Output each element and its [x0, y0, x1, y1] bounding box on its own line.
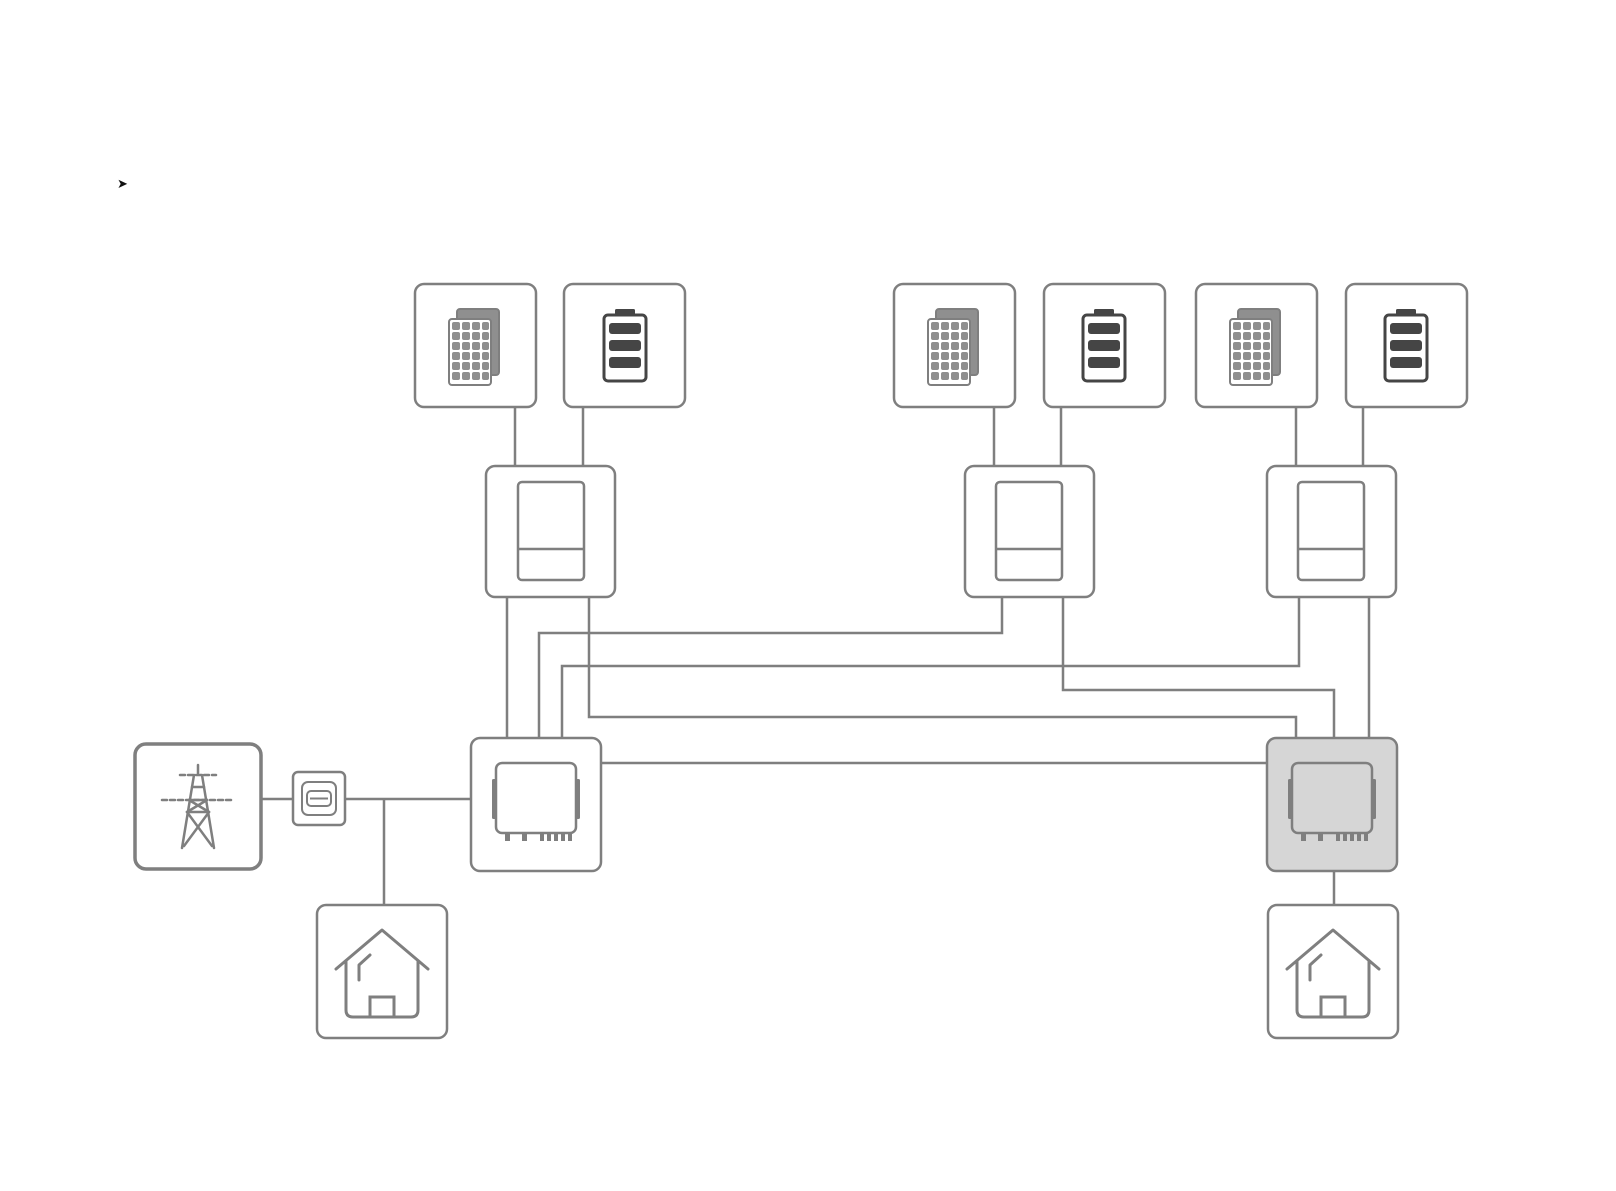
inverter-primary-node — [471, 738, 601, 871]
battery-3-node — [1346, 284, 1467, 407]
pointer-arrow-icon: ➤ — [117, 177, 128, 190]
solar-panel-icon — [928, 309, 978, 385]
battery-1-node — [564, 284, 685, 407]
pv-3-node — [1196, 284, 1317, 407]
grid-node — [135, 744, 261, 869]
connection-box-icon — [1298, 482, 1364, 580]
battery-icon — [1083, 309, 1125, 381]
box-1-node — [486, 466, 615, 597]
battery-icon — [1385, 309, 1427, 381]
battery-icon — [604, 309, 646, 381]
pv-2-node — [894, 284, 1015, 407]
pv-1-node — [415, 284, 536, 407]
house-right-node — [1268, 905, 1398, 1038]
connection-box-icon — [518, 482, 584, 580]
house-left-node — [317, 905, 447, 1038]
connection-wires — [261, 407, 1369, 905]
battery-2-node — [1044, 284, 1165, 407]
solar-panel-icon — [449, 309, 499, 385]
solar-panel-icon — [1230, 309, 1280, 385]
connection-box-icon — [996, 482, 1062, 580]
box-3-node — [1267, 466, 1396, 597]
inverter-secondary-node — [1267, 738, 1397, 871]
meter-node — [293, 772, 345, 825]
box-2-node — [965, 466, 1094, 597]
wire-box1-inverter-secondary — [589, 597, 1296, 738]
